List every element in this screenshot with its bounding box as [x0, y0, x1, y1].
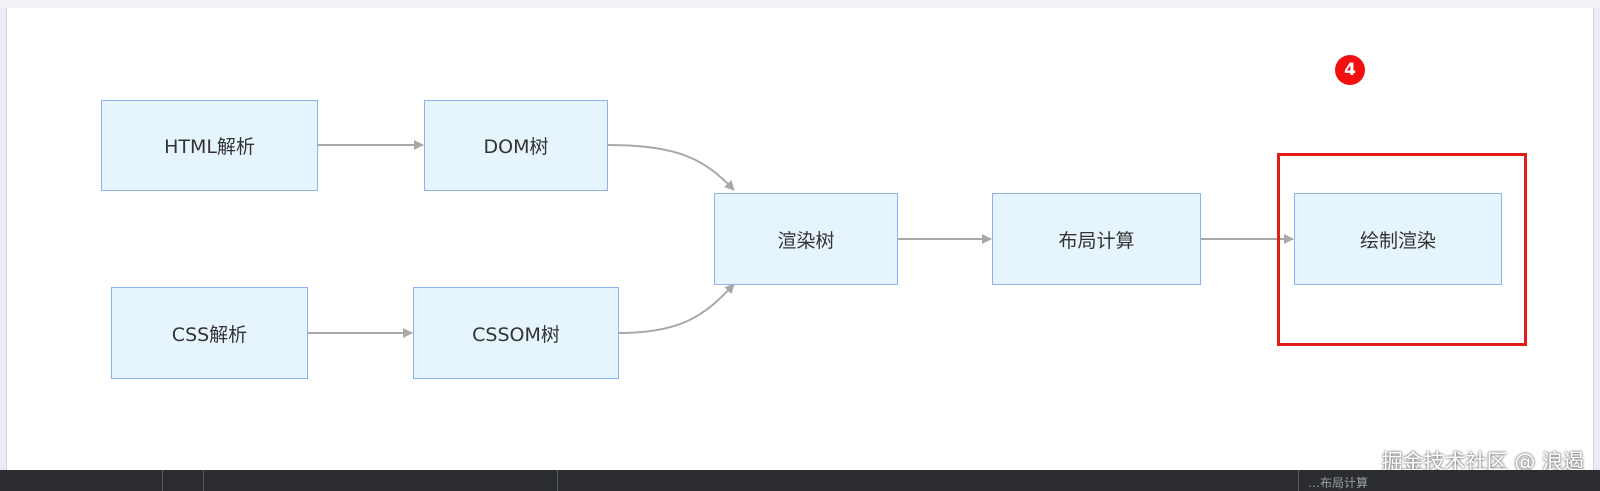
node-render-tree: 渲染树 — [714, 193, 898, 285]
node-cssom-tree: CSSOM树 — [413, 287, 619, 379]
step-badge: 4 — [1335, 55, 1365, 85]
node-layout: 布局计算 — [992, 193, 1201, 285]
node-dom-tree: DOM树 — [424, 100, 608, 191]
node-paint: 绘制渲染 — [1294, 193, 1502, 285]
edge-cssom-to-render — [618, 283, 735, 334]
bottom-divider — [162, 470, 163, 491]
bottom-bar-text: …布局计算 — [1308, 476, 1369, 490]
top-strip — [0, 0, 1600, 8]
bottom-strip — [0, 470, 1600, 491]
node-css-parse: CSS解析 — [111, 287, 308, 379]
bottom-divider — [1298, 470, 1299, 491]
edge-dom-to-render — [607, 144, 735, 191]
bottom-divider — [203, 470, 204, 491]
bottom-divider — [557, 470, 558, 491]
node-html-parse: HTML解析 — [101, 100, 318, 191]
highlight-box — [1277, 153, 1527, 346]
